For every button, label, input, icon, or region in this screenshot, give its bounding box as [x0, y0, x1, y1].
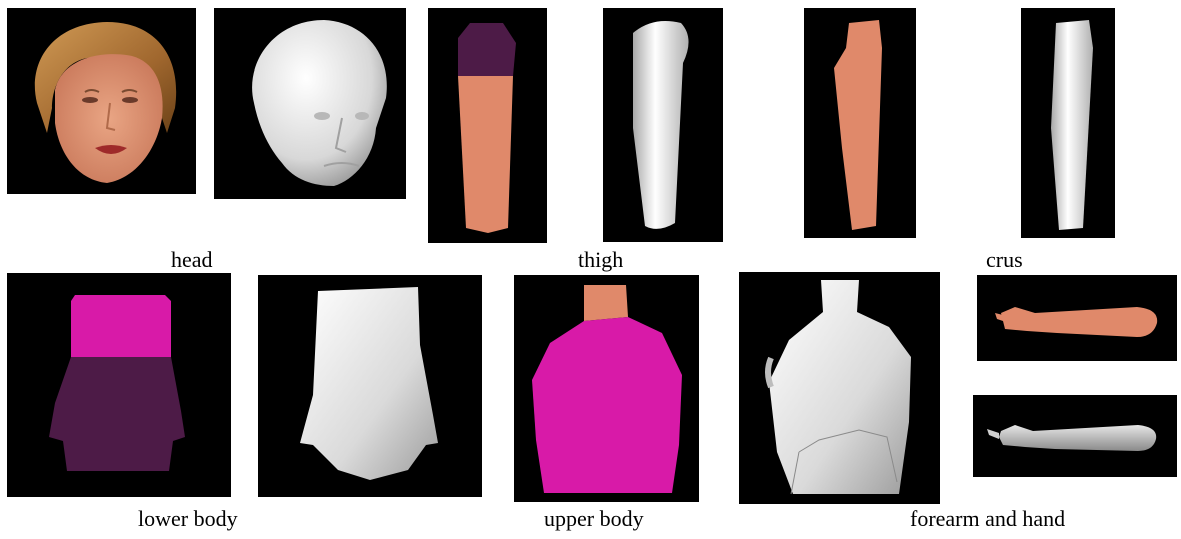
thigh-shaded-image [603, 8, 723, 242]
lower-body-textured-panel [7, 273, 231, 497]
forearm-textured-image [977, 275, 1177, 361]
thigh-textured-panel [428, 8, 547, 243]
upper-body-textured-image [514, 275, 699, 502]
crus-shaded-panel [1021, 8, 1115, 238]
upper-body-shaded-panel [739, 272, 940, 504]
crus-shaded-image [1021, 8, 1115, 238]
lower-body-shaded-image [258, 275, 482, 497]
caption-upper-body: upper body [544, 507, 644, 531]
forearm-textured-panel [977, 275, 1177, 361]
lower-body-shaded-panel [258, 275, 482, 497]
lower-body-textured-image [7, 273, 231, 497]
forearm-shaded-image [973, 395, 1177, 477]
caption-crus: crus [986, 248, 1023, 272]
thigh-shaded-panel [603, 8, 723, 242]
upper-body-textured-panel [514, 275, 699, 502]
crus-textured-panel [804, 8, 916, 238]
upper-body-shaded-image [739, 272, 940, 504]
crus-textured-image [804, 8, 916, 238]
caption-lower-body: lower body [138, 507, 238, 531]
head-textured-panel [7, 8, 196, 194]
caption-thigh: thigh [578, 248, 623, 272]
head-shaded-panel [214, 8, 406, 199]
head-textured-image [7, 8, 196, 194]
head-shaded-image [214, 8, 406, 199]
caption-forearm-and-hand: forearm and hand [910, 507, 1065, 531]
thigh-textured-image [428, 8, 547, 243]
forearm-shaded-panel [973, 395, 1177, 477]
caption-head: head [171, 248, 213, 272]
